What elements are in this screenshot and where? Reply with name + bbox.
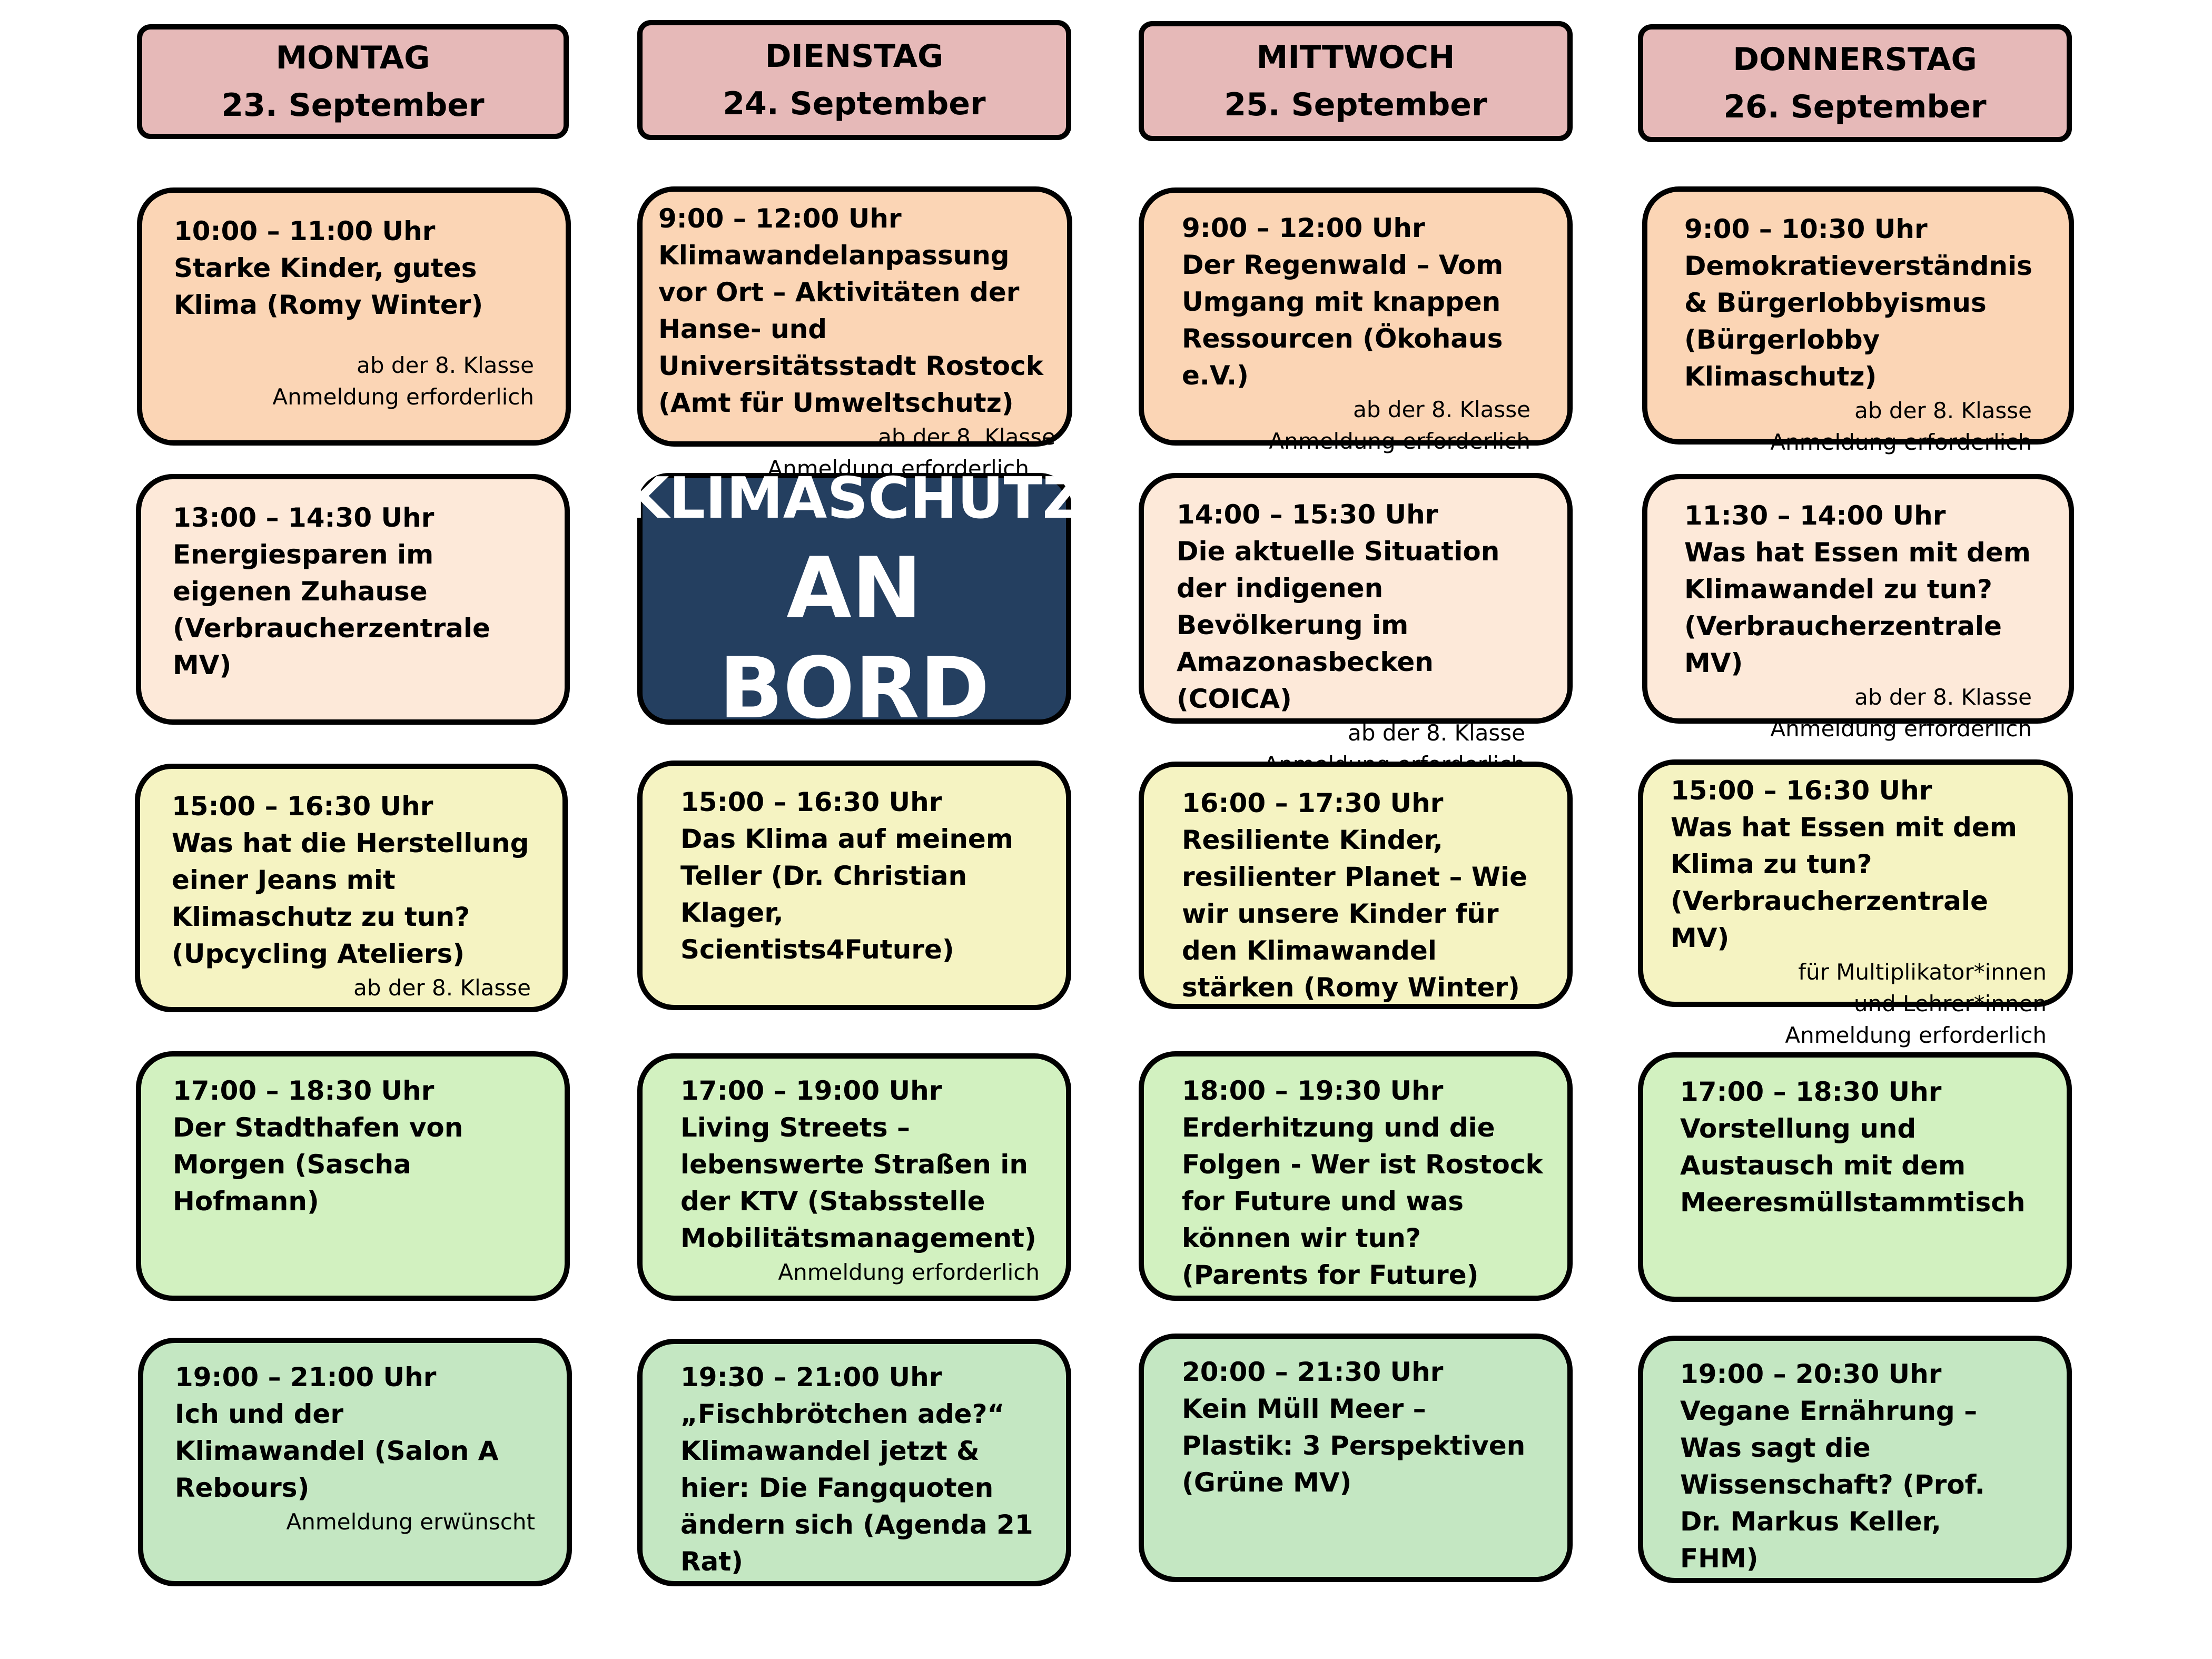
session-title: Vegane Ernährung – Was sagt die Wissensc… [1680,1396,1985,1574]
session-title: Demokratieverständnis & Bürgerlobbyismus… [1684,251,2032,392]
banner-line2: AN BORD [719,539,990,737]
session-time: 9:00 – 12:00 Uhr [658,203,902,234]
day-name: DIENSTAG [765,38,944,75]
session-card: 17:00 – 18:30 Uhr Der Stadthafen von Mor… [136,1051,570,1301]
session-title: Der Stadthafen von Morgen (Sascha Hofman… [173,1112,463,1217]
session-note: ab der 8. Klasse [878,424,1055,450]
session-notes: ab der 8. Klasse Anmeldung erforderlich [1684,682,2032,745]
session-note: Anmeldung erforderlich [1269,428,1530,454]
session-time: 11:30 – 14:00 Uhr [1684,500,1946,531]
session-title: Energiesparen im eigenen Zuhause (Verbra… [173,539,490,680]
session-notes: für Multiplikator*innen und Lehrer*innen… [1671,956,2047,1051]
session-title: Was hat Essen mit dem Klimawandel zu tun… [1684,537,2031,678]
session-time: 17:00 – 19:00 Uhr [680,1075,942,1106]
session-title: Das Klima auf meinem Teller (Dr. Christi… [680,824,1013,965]
session-card: 13:00 – 14:30 Uhr Energiesparen im eigen… [136,474,570,725]
session-notes: ab der 8. Klasse Anmeldung erforderlich [1684,395,2032,458]
session-notes: Anmeldung erwünscht [175,1506,535,1538]
session-card: 19:00 – 21:00 Uhr Ich und der Klimawande… [138,1338,572,1586]
session-card: 16:00 – 17:30 Uhr Resiliente Kinder, res… [1139,762,1573,1009]
day-header-tuesday: DIENSTAG 24. September [637,20,1071,140]
day-name: MONTAG [275,39,430,76]
session-note: Anmeldung erforderlich [1785,1022,2047,1048]
session-card: 9:00 – 12:00 Uhr Der Regenwald – Vom Umg… [1139,187,1573,454]
session-title: Was hat Essen mit dem Klima zu tun? (Ver… [1671,812,2017,953]
session-title: Was hat die Herstellung einer Jeans mit … [172,828,529,969]
session-card: 10:00 – 11:00 Uhr Starke Kinder, gutes K… [137,187,571,446]
session-card: 18:00 – 19:30 Uhr Erderhitzung und die F… [1139,1051,1573,1301]
session-notes: ab der 8. Klasse [172,972,531,1004]
session-note: Anmeldung erforderlich [272,384,534,410]
session-title: Die aktuelle Situation der indigenen Bev… [1177,536,1500,714]
session-note: Anmeldung erforderlich [1770,716,2032,742]
day-header-wednesday: MITTWOCH 25. September [1139,21,1573,141]
day-name: DONNERSTAG [1733,41,1977,78]
day-header-monday: MONTAG 23. September [137,24,569,139]
session-title: Erderhitzung und die Folgen - Wer ist Ro… [1182,1112,1543,1290]
day-date: 25. September [1224,86,1487,123]
session-card: 15:00 – 16:30 Uhr Was hat Essen mit dem … [1638,759,2073,1048]
session-card: 14:00 – 15:30 Uhr Die aktuelle Situation… [1139,473,1573,777]
session-title: Living Streets – lebenswerte Straßen in … [680,1112,1036,1253]
klimaschutz-banner: KLIMASCHUTZ AN BORD [625,466,1084,737]
session-time: 15:00 – 16:30 Uhr [1671,775,1932,806]
session-title: Der Regenwald – Vom Umgang mit knappen R… [1182,250,1504,391]
session-time: 16:00 – 17:30 Uhr [1182,788,1444,818]
session-note: Anmeldung erforderlich [778,1259,1040,1285]
session-card: 9:00 – 12:00 Uhr Klimawandelanpassung vo… [637,186,1072,481]
session-time: 9:00 – 10:30 Uhr [1684,214,1928,244]
session-note: für Multiplikator*innen und Lehrer*innen [1798,959,2047,1016]
session-note: ab der 8. Klasse [353,975,531,1001]
session-time: 13:00 – 14:30 Uhr [173,502,434,533]
session-title: Resiliente Kinder, resilienter Planet – … [1182,825,1528,1003]
session-note: Anmeldung erwünscht [286,1509,535,1535]
session-title: Ich und der Klimawandel (Salon A Rebours… [175,1399,499,1503]
session-title: Kein Müll Meer – Plastik: 3 Perspektiven… [1182,1394,1526,1498]
session-card: 19:00 – 20:30 Uhr Vegane Ernährung – Was… [1638,1336,2072,1583]
session-card: 11:30 – 14:00 Uhr Was hat Essen mit dem … [1642,474,2074,742]
session-card: 9:00 – 10:30 Uhr Demokratieverständnis &… [1642,186,2074,455]
session-title: Vorstellung und Austausch mit dem Meeres… [1680,1113,2026,1218]
session-time: 20:00 – 21:30 Uhr [1182,1357,1444,1387]
day-name: MITTWOCH [1256,39,1455,76]
session-notes: Anmeldung erforderlich [680,1257,1040,1288]
session-time: 17:00 – 18:30 Uhr [1680,1077,1942,1107]
day-date: 24. September [723,85,986,122]
session-card: 20:00 – 21:30 Uhr Kein Müll Meer – Plast… [1139,1334,1573,1582]
session-time: 19:00 – 20:30 Uhr [1680,1359,1942,1389]
session-title: „Fischbrötchen ade?“ Klimawandel jetzt &… [680,1399,1033,1577]
session-note: ab der 8. Klasse [1854,398,2032,423]
session-time: 18:00 – 19:30 Uhr [1182,1075,1444,1106]
day-header-thursday: DONNERSTAG 26. September [1638,24,2072,142]
day-date: 26. September [1723,88,1987,125]
day-date: 23. September [221,87,485,124]
session-time: 9:00 – 12:00 Uhr [1182,213,1425,243]
session-note: ab der 8. Klasse [1854,684,2032,710]
session-note: ab der 8. Klasse [1348,720,1525,746]
session-title: Starke Kinder, gutes Klima (Romy Winter) [174,253,483,320]
session-notes: ab der 8. Klasse Anmeldung erforderlich [174,350,534,413]
session-card: 15:00 – 16:30 Uhr Das Klima auf meinem T… [637,761,1071,1010]
session-time: 15:00 – 16:30 Uhr [680,787,942,817]
session-time: 19:00 – 21:00 Uhr [175,1362,437,1393]
banner-line1: KLIMASCHUTZ [625,466,1084,531]
session-note: ab der 8. Klasse [1353,397,1530,422]
session-title: Klimawandelanpassung vor Ort – Aktivität… [658,240,1043,418]
session-card: 19:30 – 21:00 Uhr „Fischbrötchen ade?“ K… [637,1339,1071,1586]
session-card: 15:00 – 16:30 Uhr Was hat die Herstellun… [135,764,568,1012]
session-note: Anmeldung erforderlich [1770,429,2032,455]
session-card: 17:00 – 18:30 Uhr Vorstellung und Austau… [1638,1052,2072,1302]
session-time: 10:00 – 11:00 Uhr [174,216,436,246]
session-card: 17:00 – 19:00 Uhr Living Streets – leben… [637,1053,1071,1301]
session-time: 17:00 – 18:30 Uhr [173,1075,434,1106]
session-time: 14:00 – 15:30 Uhr [1177,499,1438,530]
session-time: 15:00 – 16:30 Uhr [172,791,433,822]
session-time: 19:30 – 21:00 Uhr [680,1362,942,1393]
session-notes: ab der 8. Klasse Anmeldung erforderlich [1182,394,1530,457]
session-note: ab der 8. Klasse [357,352,534,378]
